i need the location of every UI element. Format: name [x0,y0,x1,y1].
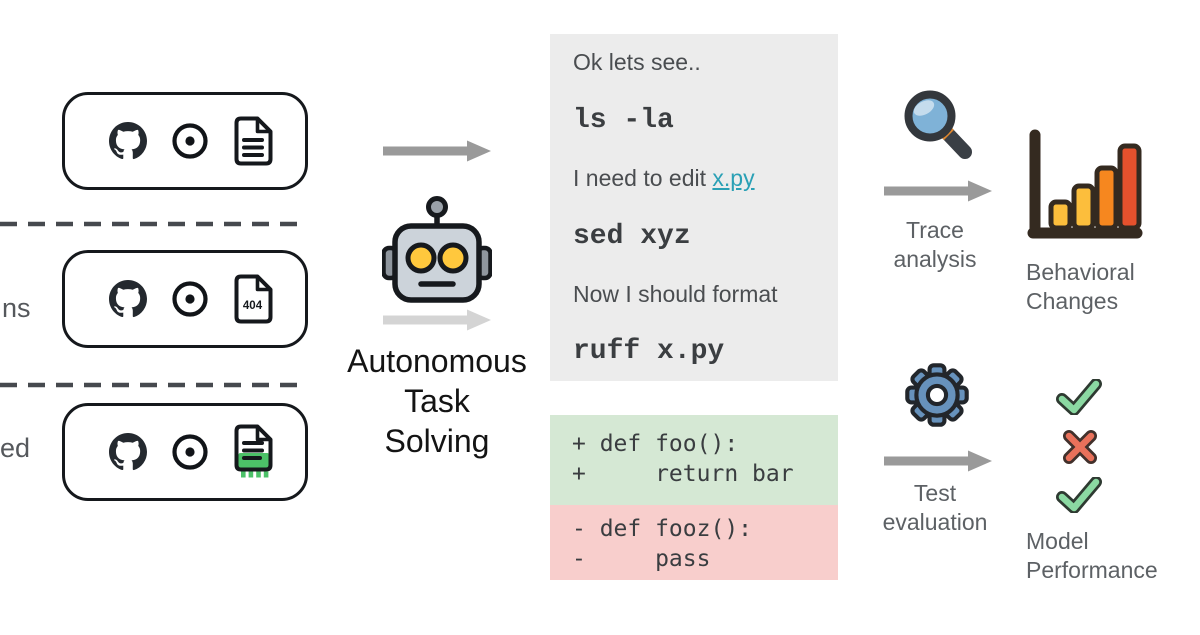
github-icon [109,122,147,160]
arrow-repos-to-agent [383,140,491,162]
file-icon [234,116,273,166]
repo-box-1 [62,92,308,190]
file-404-icon: 404 [234,274,273,324]
cross-icon [1063,430,1097,464]
diff-added-line: + def foo(): [572,431,739,457]
terminal-panel: Ok lets see.. ls -la I need to edit x.py… [550,34,838,381]
file-404-badge: 404 [243,300,263,312]
diff-removed-line: - def fooz(): [572,516,753,542]
terminal-line-thought: Ok lets see.. [573,49,701,76]
repo-box-2: 404 [62,250,308,348]
file-diff-icon [234,424,273,478]
agent-stage-label-line: Solving [384,423,490,459]
arrow-agent-to-trace [383,309,491,331]
magnifier-icon [904,90,972,159]
behavioral-changes-label-line: Behavioral [1026,259,1135,285]
trace-analysis-label: Trace analysis [869,216,1001,274]
behavioral-changes-label: Behavioral Changes [1026,258,1196,316]
bar-chart-icon [1027,129,1143,239]
issue-icon [172,123,208,159]
edge-label-fragment-top: ns [2,293,31,323]
issue-icon [172,434,208,470]
file-link[interactable]: x.py [712,164,755,191]
test-evaluation-label: Test evaluation [869,479,1001,537]
terminal-line-command: ruff x.py [573,336,725,368]
diff-added-panel: + def foo(): + return bar [550,415,838,505]
gear-icon [905,363,969,427]
diff-removed-line: - pass [572,546,711,572]
test-evaluation-label-line: evaluation [882,509,988,535]
model-performance-label-line: Model [1026,528,1089,554]
repo-box-3 [62,403,308,501]
agent-stage-label-line: Autonomous [347,343,527,379]
diff-removed-panel: - def fooz(): - pass [550,505,838,580]
agent-stage-label: Autonomous Task Solving [330,341,544,461]
trace-analysis-label-line: Trace [906,217,964,243]
terminal-line-text: I need to edit [573,164,713,191]
trace-analysis-label-line: analysis [893,246,977,272]
check-icon-1 [1056,379,1102,415]
dashed-divider-1 [0,221,308,227]
terminal-line-command: ls -la [573,105,674,137]
issue-icon [172,281,208,317]
github-icon [109,433,147,471]
diff-added-line: + return bar [572,461,794,487]
terminal-line-thought: I need to edit x.py [573,150,838,208]
terminal-line-thought: Now I should format [573,280,778,307]
robot-icon [382,196,492,303]
test-evaluation-label-line: Test [913,480,957,506]
behavioral-changes-label-line: Changes [1026,288,1119,314]
terminal-line-command: sed xyz [573,220,691,252]
edge-label-fragment-bottom: ed [0,433,31,463]
dashed-divider-2 [0,382,308,388]
model-performance-label: Model Performance [1026,527,1200,585]
arrow-trace-analysis [884,180,992,202]
check-icon-2 [1056,477,1102,513]
github-icon [109,280,147,318]
agent-stage-label-line: Task [404,383,470,419]
model-performance-label-line: Performance [1026,557,1158,583]
arrow-test-evaluation [884,450,992,472]
